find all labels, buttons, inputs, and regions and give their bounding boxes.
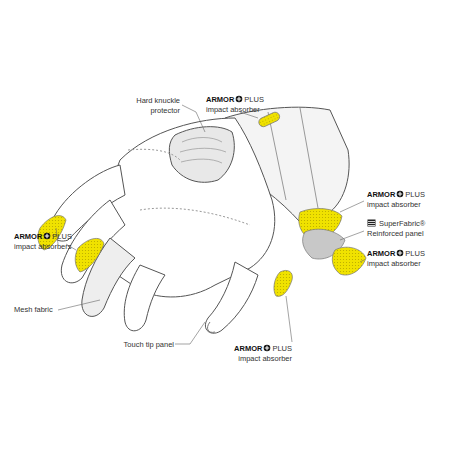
brand-name: ARMOR <box>367 249 395 258</box>
callout-line: Touch tip panel <box>124 340 174 350</box>
callout-label: Touch tip panel <box>124 340 174 350</box>
brand-name: ARMOR <box>206 95 234 104</box>
callout-label: ARMOR PLUSimpact absorber <box>367 190 425 210</box>
callout-line: impact absorber <box>206 105 264 115</box>
callout-line: Hard knuckle protector <box>134 96 180 116</box>
callout-line: ARMOR PLUS <box>234 344 292 354</box>
callout-text: Touch tip panel <box>124 340 174 349</box>
callout-label: SuperFabric®Reinforced panel <box>367 219 425 239</box>
callout-line: Mesh fabric <box>14 305 53 315</box>
armor-logo <box>396 190 404 198</box>
armor-logo <box>235 95 243 103</box>
brand-name: ARMOR <box>367 190 395 199</box>
superfabric-icon <box>367 219 377 227</box>
callout-line: ARMOR PLUS <box>206 95 264 105</box>
callout-text: impact absorber <box>367 259 421 268</box>
callout-text: impact absorber <box>238 354 292 363</box>
callout-line: Reinforced panel <box>367 229 425 239</box>
armor-logo <box>396 249 404 257</box>
callout-text: Reinforced panel <box>367 229 424 238</box>
callout-line: SuperFabric® <box>367 219 425 229</box>
callout-label: ARMOR PLUSimpact absorber <box>206 95 264 115</box>
callout-line: impact absorbers <box>14 242 72 252</box>
callout-label: ARMOR PLUSimpact absorber <box>367 249 425 269</box>
callout-line: impact absorber <box>367 259 425 269</box>
callout-line: ARMOR PLUS <box>14 232 72 242</box>
callout-text: impact absorber <box>367 200 421 209</box>
callout-text: PLUS <box>405 190 425 199</box>
callout-line: impact absorber <box>367 200 425 210</box>
callout-label: ARMOR PLUSimpact absorbers <box>14 232 72 252</box>
brand-name: ARMOR <box>234 344 262 353</box>
callout-line: ARMOR PLUS <box>367 249 425 259</box>
armor-logo <box>43 232 51 240</box>
armor-logo <box>263 344 271 352</box>
callout-text: Mesh fabric <box>14 305 53 314</box>
callout-text: PLUS <box>272 344 292 353</box>
callout-text: PLUS <box>244 95 264 104</box>
callout-line: ARMOR PLUS <box>367 190 425 200</box>
callout-label: ARMOR PLUSimpact absorber <box>234 344 292 364</box>
callout-text: impact absorber <box>206 105 260 114</box>
callout-text: Hard knuckle protector <box>134 96 180 116</box>
callout-text: PLUS <box>405 249 425 258</box>
brand-name: ARMOR <box>14 232 42 241</box>
callout-label: Hard knuckle protector <box>134 96 180 116</box>
callout-label: Mesh fabric <box>14 305 53 315</box>
callout-text: SuperFabric® <box>379 219 425 228</box>
callout-text: impact absorbers <box>14 242 72 251</box>
callout-text: PLUS <box>52 232 72 241</box>
callout-line: impact absorber <box>234 354 292 364</box>
